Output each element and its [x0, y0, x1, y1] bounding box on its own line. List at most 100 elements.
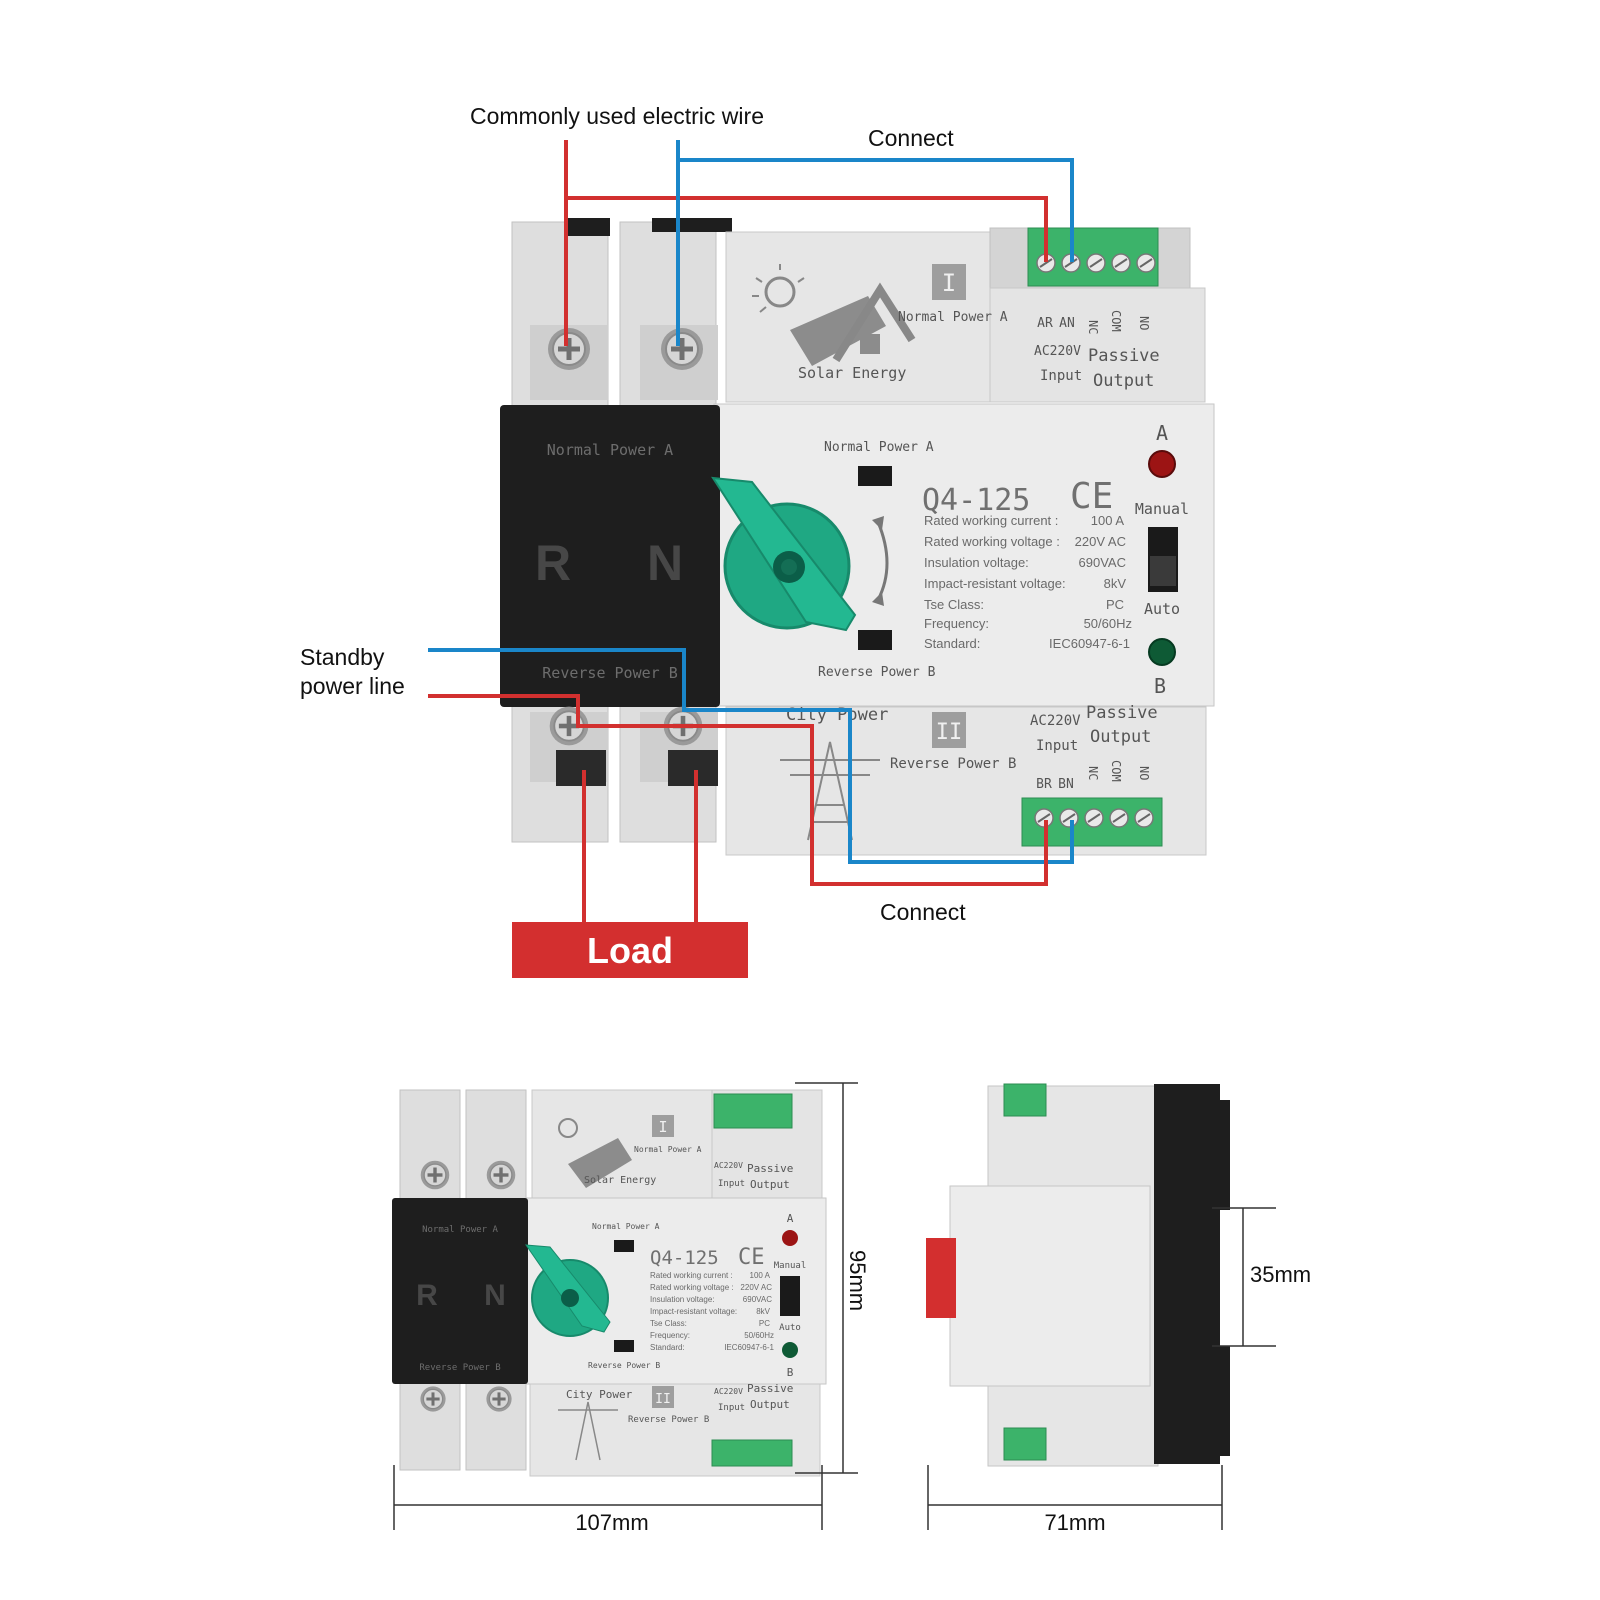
- depth-dimension: 71mm: [1044, 1510, 1105, 1535]
- passive-label: Passive: [1086, 703, 1158, 723]
- section-two-numeral: II: [936, 720, 963, 745]
- passive-label: Passive: [1088, 346, 1160, 366]
- terminal-nc-label: NC: [1086, 766, 1100, 780]
- led-b-label: B: [1154, 674, 1166, 698]
- side-view: [926, 1083, 1230, 1467]
- load-label: Load: [587, 930, 673, 971]
- small-spec-label: Impact-resistant voltage:: [650, 1307, 737, 1316]
- spec-value: 8kV: [1104, 576, 1127, 591]
- cover-r-label: R: [535, 535, 571, 591]
- switch-normal-power-a: Normal Power A: [824, 440, 934, 455]
- switch-reverse-power-b: Reverse Power B: [818, 665, 936, 680]
- terminal-br-label: BR: [1036, 777, 1052, 792]
- terminal-com-label: COM: [1109, 310, 1123, 332]
- small-spec-value: PC: [759, 1319, 770, 1328]
- live-wire-connect-top: [566, 196, 1048, 262]
- small-input-label: Input: [718, 1179, 745, 1189]
- terminal-no-label: NO: [1137, 766, 1151, 780]
- standby-neutral-wire: [428, 648, 1074, 864]
- led-b: [1148, 638, 1176, 666]
- reverse-power-b-label: Reverse Power B: [890, 756, 1016, 772]
- terminal-no-label: NO: [1137, 316, 1151, 330]
- spec-label: Insulation voltage:: [924, 555, 1029, 570]
- dimension-lines-side: [927, 1207, 1276, 1530]
- spec-value: PC: [1106, 597, 1124, 612]
- small-spec-value: IEC60947-6-1: [724, 1343, 774, 1352]
- small-spec-label: Rated working current :: [650, 1271, 733, 1280]
- small-reverse-power-b: Reverse Power B: [628, 1415, 709, 1425]
- spec-value: 100 A: [1091, 513, 1125, 528]
- connect-bottom-callout: Connect: [880, 899, 966, 925]
- small-ce-mark: CE: [738, 1245, 765, 1270]
- ce-mark: CE: [1070, 476, 1113, 517]
- input-label: Input: [1040, 368, 1082, 384]
- section-one-numeral: I: [942, 269, 956, 297]
- solar-house-icon: [752, 264, 916, 366]
- section-two-badge: [932, 712, 966, 748]
- small-passive-label-b: Passive: [747, 1382, 793, 1395]
- small-spec-label: Tse Class:: [650, 1319, 687, 1328]
- power-tower-icon: [780, 741, 880, 841]
- width-dimension: 107mm: [575, 1510, 648, 1535]
- dimension-lines-front: [393, 1082, 858, 1530]
- terminal-bn-label: BN: [1058, 777, 1074, 792]
- rotary-switch[interactable]: [711, 476, 857, 632]
- small-cover-reverse-power-b: Reverse Power B: [419, 1363, 500, 1373]
- indicator-window-b: [858, 630, 892, 650]
- spec-label: Frequency:: [924, 616, 989, 631]
- small-power-tower-icon: [558, 1401, 618, 1461]
- small-spec-value: 50/60Hz: [744, 1331, 774, 1340]
- terminal-labels-top: AR AN NC COM NO AC220V Input Passive Out…: [1034, 310, 1160, 391]
- din-clip: [926, 1238, 956, 1318]
- small-switch-reverse-power-b: Reverse Power B: [588, 1361, 660, 1370]
- small-spec-label: Frequency:: [650, 1331, 690, 1340]
- small-led-a-label: A: [787, 1212, 794, 1225]
- standby-callout-line1: Standby: [300, 644, 385, 670]
- small-cover-normal-power-a: Normal Power A: [422, 1225, 498, 1235]
- solar-energy-label: Solar Energy: [798, 364, 906, 382]
- small-spec-value: 100 A: [750, 1271, 771, 1280]
- small-output-label: Output: [750, 1178, 790, 1191]
- small-section-one-numeral: I: [658, 1118, 667, 1136]
- small-spec-label: Insulation voltage:: [650, 1295, 715, 1304]
- input-label: Input: [1036, 738, 1078, 754]
- small-passive-label: Passive: [747, 1162, 793, 1175]
- neutral-wire-connect-top: [678, 158, 1074, 262]
- small-spec-label: Standard:: [650, 1343, 685, 1352]
- small-spec-label: Rated working voltage :: [650, 1283, 734, 1292]
- auto-label: Auto: [1144, 600, 1180, 618]
- small-normal-power-a: Normal Power A: [634, 1145, 702, 1154]
- section-one-badge: [932, 264, 966, 300]
- terminal-block-bottom: [1021, 797, 1163, 847]
- small-city-power-label: City Power: [566, 1388, 633, 1401]
- spec-label: Rated working voltage :: [924, 534, 1060, 549]
- front-view-small: Solar Energy I Normal Power A AC220V Inp…: [392, 1089, 827, 1477]
- small-spec-value: 8kV: [756, 1307, 770, 1316]
- terminal-labels-bottom: AC220V Input Passive Output BR BN NC COM…: [1030, 703, 1158, 792]
- small-cover-r: R: [416, 1279, 438, 1312]
- load-box: Load: [512, 922, 748, 978]
- spec-value: 690VAC: [1079, 555, 1126, 570]
- black-cover: [500, 405, 720, 707]
- small-solar-energy-label: Solar Energy: [584, 1175, 656, 1186]
- spec-value: 220V AC: [1075, 534, 1126, 549]
- terminal-an-label: AN: [1059, 316, 1075, 331]
- terminal-block-top: [1027, 227, 1159, 287]
- terminal-ar-label: AR: [1037, 316, 1053, 331]
- cover-reverse-power-b: Reverse Power B: [542, 664, 677, 682]
- standby-callout-line2: power line: [300, 673, 405, 699]
- spec-value: IEC60947-6-1: [1049, 636, 1130, 651]
- small-spec-value: 690VAC: [743, 1295, 772, 1304]
- height-dimension: 95mm: [845, 1250, 870, 1311]
- spec-label: Standard:: [924, 636, 980, 651]
- small-switch-normal-power-a: Normal Power A: [592, 1222, 660, 1231]
- model-label: Q4-125: [922, 483, 1030, 518]
- terminal-com-label: COM: [1109, 760, 1123, 782]
- small-ac220v-label: AC220V: [714, 1161, 743, 1170]
- indicator-window-a: [858, 466, 892, 486]
- normal-power-a-label: Normal Power A: [898, 310, 1008, 325]
- screw-icon: [547, 327, 591, 371]
- led-a-label: A: [1156, 421, 1168, 445]
- small-ac220v-label-b: AC220V: [714, 1387, 743, 1396]
